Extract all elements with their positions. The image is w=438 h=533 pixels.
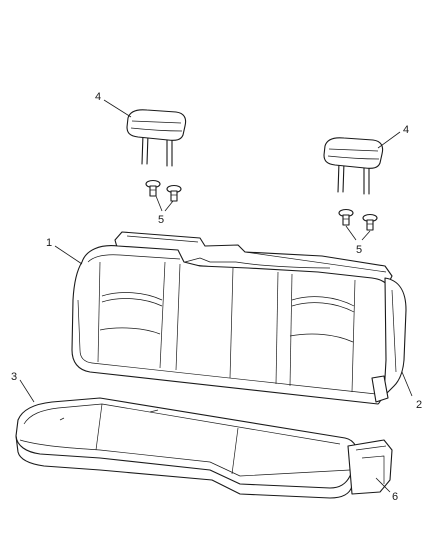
callout-cushion-frame: 6 xyxy=(392,491,398,503)
callout-guide-left: 5 xyxy=(158,214,164,226)
headrest-guides-right xyxy=(338,208,378,231)
seat-back xyxy=(71,231,394,405)
callout-seat-back: 1 xyxy=(46,237,52,249)
callout-headrest-right: 4 xyxy=(403,124,409,136)
cushion-frame xyxy=(347,439,393,495)
callout-guide-right: 5 xyxy=(356,244,362,256)
callout-cushion: 3 xyxy=(11,371,17,383)
headrest-left xyxy=(126,109,187,167)
headrest-guides-left xyxy=(145,179,182,202)
callout-labels: 4 4 5 5 1 2 3 6 xyxy=(11,91,422,503)
side-trim xyxy=(371,277,407,403)
seat-cushion xyxy=(15,397,358,499)
callout-headrest-left: 4 xyxy=(95,91,101,103)
leader-lines xyxy=(19,99,413,493)
callout-side-trim: 2 xyxy=(416,399,422,411)
headrest-right xyxy=(323,137,384,195)
